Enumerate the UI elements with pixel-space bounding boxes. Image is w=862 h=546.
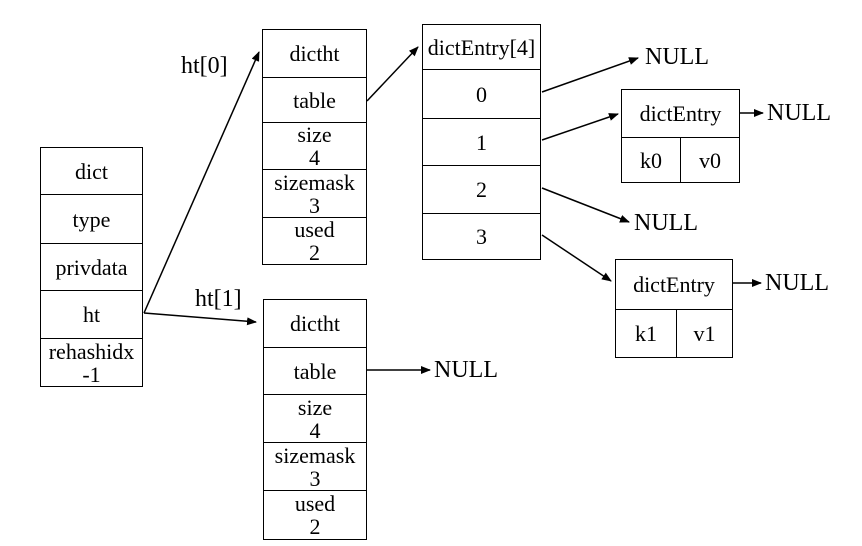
dict-row-rehashidx: rehashidx -1	[41, 338, 142, 386]
arrow-bucket3-to-entry-k1	[541, 234, 612, 282]
arrow-ht0-pointer	[143, 51, 260, 314]
field-value: 2	[309, 240, 320, 265]
ht0-row-sizemask: sizemask 3	[263, 169, 366, 217]
entry-k0-title: dictEntry	[622, 90, 739, 137]
ht1-pointer-label: ht[1]	[195, 286, 242, 312]
arrow-table0-to-bucket-array	[366, 46, 419, 102]
field-label: sizemask	[274, 169, 355, 195]
field-label: size	[297, 394, 333, 420]
bucket-array-header: dictEntry[4]	[423, 25, 540, 69]
bucket-array-box: dictEntry[4] 0 1 2 3	[422, 24, 541, 260]
field-label: dictEntry	[639, 101, 722, 126]
ht1-row-size: size 4	[264, 394, 366, 442]
entry-k1-title: dictEntry	[616, 260, 732, 309]
bucket-slot-3: 3	[423, 213, 540, 259]
dict-row-privdata: privdata	[41, 243, 142, 290]
ht1-row-used: used 2	[264, 490, 366, 539]
entry-value: v1	[693, 321, 716, 346]
slot-index: 3	[476, 224, 487, 249]
ht0-row-title: dictht	[263, 30, 366, 77]
field-label: dict	[75, 158, 108, 184]
ht0-row-size: size 4	[263, 122, 366, 169]
field-label: dictEntry	[633, 272, 715, 297]
field-label: ht	[82, 302, 101, 327]
entry-key: k1	[634, 321, 657, 346]
slot-index: 2	[476, 177, 487, 202]
null-label-ht1-table: NULL	[434, 357, 498, 383]
field-value: 3	[309, 465, 321, 491]
arrow-ht1-pointer	[143, 312, 257, 326]
null-label-entry-k1-next: NULL	[765, 270, 829, 296]
ht0-pointer-label: ht[0]	[181, 53, 228, 79]
field-label: dictht	[289, 311, 341, 336]
field-label: rehashidx	[48, 338, 135, 364]
dict-entry-k1-box: dictEntry k1 v1	[615, 259, 733, 358]
field-label: privdata	[55, 254, 128, 280]
field-label: dictEntry[4]	[427, 34, 536, 60]
ht0-row-table: table	[263, 77, 366, 122]
ht1-row-title: dictht	[264, 300, 366, 347]
dict-entry-k0-box: dictEntry k0 v0	[621, 89, 740, 183]
arrow-bucket0-to-null	[541, 57, 639, 93]
bucket-slot-1: 1	[423, 118, 540, 165]
null-label-bucket0: NULL	[645, 44, 709, 70]
field-value: 4	[309, 145, 320, 170]
slot-index: 0	[476, 81, 487, 107]
entry-value-cell: v1	[675, 310, 732, 357]
hash-table-0-box: dictht table size 4 sizemask 3 used 2	[262, 29, 367, 265]
ht1-row-sizemask: sizemask 3	[264, 442, 366, 490]
entry-value: v0	[699, 147, 721, 173]
arrow-bucket1-to-entry-k0	[541, 113, 619, 141]
field-value: -1	[82, 361, 101, 387]
entry-key: k0	[640, 147, 662, 173]
null-label-bucket2: NULL	[634, 210, 698, 236]
dict-struct-box: dict type privdata ht rehashidx -1	[40, 147, 143, 387]
field-label: table	[293, 358, 337, 384]
field-value: 4	[309, 417, 321, 443]
slot-index: 1	[476, 129, 487, 155]
null-label-entry-k0-next: NULL	[767, 100, 831, 126]
dict-row-ht: ht	[41, 290, 142, 338]
field-value: 2	[309, 514, 321, 539]
ht0-row-used: used 2	[263, 217, 366, 264]
field-label: table	[293, 87, 336, 113]
field-label: type	[72, 206, 111, 232]
entry-key-cell: k1	[616, 310, 676, 357]
ht1-row-table: table	[264, 347, 366, 394]
field-label: dictht	[289, 41, 340, 66]
field-label: size	[297, 122, 332, 147]
entry-key-cell: k0	[622, 138, 680, 182]
entry-value-cell: v0	[680, 138, 739, 182]
field-label: used	[294, 217, 335, 242]
field-label: used	[294, 491, 336, 516]
entry-k0-kv-row: k0 v0	[622, 137, 739, 182]
dict-row-name: dict	[41, 148, 142, 194]
hash-table-1-box: dictht table size 4 sizemask 3 used 2	[263, 299, 367, 540]
entry-k1-kv-row: k1 v1	[616, 309, 732, 357]
bucket-slot-0: 0	[423, 69, 540, 118]
dict-row-type: type	[41, 194, 142, 243]
arrow-bucket2-to-null	[541, 187, 630, 223]
field-label: sizemask	[274, 442, 356, 468]
bucket-slot-2: 2	[423, 165, 540, 213]
field-value: 3	[309, 192, 320, 218]
